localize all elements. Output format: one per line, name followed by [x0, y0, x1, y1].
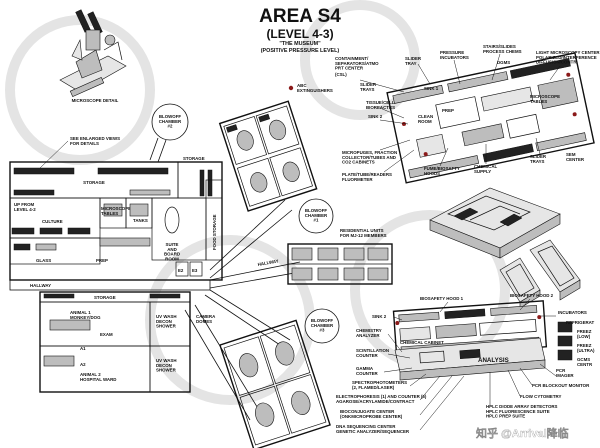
sink2-bottom-label: SINK 2 — [372, 314, 387, 319]
chemical-cabinet-label: CHEMICAL CABINET — [400, 340, 444, 345]
prep-left-label: PREP — [96, 258, 108, 263]
exam-label: EXAM — [100, 332, 113, 337]
museum-label: "THE MUSEUM" — [279, 41, 321, 47]
culture-label: CULTURE — [42, 219, 63, 224]
freezers-low-label: FREEZ(LOW) — [577, 329, 592, 339]
analysis-label: ANALYSIS — [478, 357, 509, 364]
electrophoresis-label: ELECTROPHORESIS (1) AND COUNTER (6)AGARO… — [336, 394, 427, 404]
storage-mid-label: STORAGE — [94, 295, 116, 300]
microscope-detail-label: MICROSCOPE DETAIL — [72, 98, 119, 103]
top-lab-outline — [386, 52, 595, 184]
page-subtitle: (LEVEL 4-3) — [266, 27, 333, 41]
sink2-top-label: SINK 2 — [368, 114, 383, 119]
e2-label: E2 — [178, 268, 184, 273]
a2-label: A2 — [80, 362, 86, 367]
freezers-ultra-label: FREEZ(ULTRA) — [577, 343, 595, 353]
watermark-text: 知乎 @Arrival降临 — [475, 426, 569, 440]
microscope-icon — [59, 9, 127, 98]
tanks-label: TANKS — [133, 218, 148, 223]
title-block: AREA S4 (LEVEL 4-3) "THE MUSEUM" (POSITI… — [259, 6, 341, 54]
hallway-mid-label: HALLWAY — [257, 258, 279, 267]
bottom-right-lab: ANALYSIS BIOSAFETY HOOD 1 BIOSAFETY HOOD… — [336, 293, 595, 434]
prep-right-label: PREP — [442, 108, 454, 113]
watermark: 知乎 @Arrival降临 — [475, 426, 569, 440]
incubators-label: INCUBATORS — [558, 310, 587, 315]
extinguisher-marker-icon — [288, 85, 294, 91]
csl-label: (CSL) — [335, 72, 347, 77]
storage-top-label: STORAGE — [83, 180, 105, 185]
spectrophotometers-label: SPECTROPHOTOMETERS(2, FLAMED/LASER) — [352, 380, 407, 390]
hallway-left-label: HALLWAY — [30, 283, 51, 288]
pressure-label: (POSITIVE PRESSURE LEVEL) — [261, 48, 340, 54]
biosafety-2-label: BIOSAFETY HOOD 2 — [510, 293, 554, 298]
a1-label: A1 — [80, 346, 86, 351]
e3-label: E3 — [192, 268, 198, 273]
flow-cytometry-label: FLOW CYTOMETRY — [520, 394, 562, 399]
microscope-detail: MICROSCOPE DETAIL — [59, 9, 127, 103]
sink1-label: SINK 1 — [424, 86, 439, 91]
refrigerators-label: REFRIGERAT — [566, 320, 595, 325]
radiating-hallways: HALLWAY — [184, 199, 301, 421]
isometric-blocks — [499, 239, 581, 309]
hallway-left: HALLWAY — [9, 279, 211, 291]
page-title: AREA S4 — [259, 6, 341, 27]
bioconjugate-label: BIOCONJUGATE CENTER(ONKMICROPROBE CENTER… — [340, 409, 403, 419]
pod-block-lower — [219, 319, 331, 448]
storage-left-label: STORAGE — [183, 156, 205, 161]
pod-block-upper — [218, 100, 318, 212]
pcr-blockout-label: PCR BLOCKOUT MONITOR — [532, 383, 590, 388]
biosafety-1-label: BIOSAFETY HOOD 1 — [420, 296, 464, 301]
food-storage-label: FOOD STORAGE — [212, 214, 217, 250]
glass-label: GLASS — [36, 258, 51, 263]
isometric-model-mid — [429, 187, 561, 259]
dgms-label: DGMS — [497, 60, 510, 65]
